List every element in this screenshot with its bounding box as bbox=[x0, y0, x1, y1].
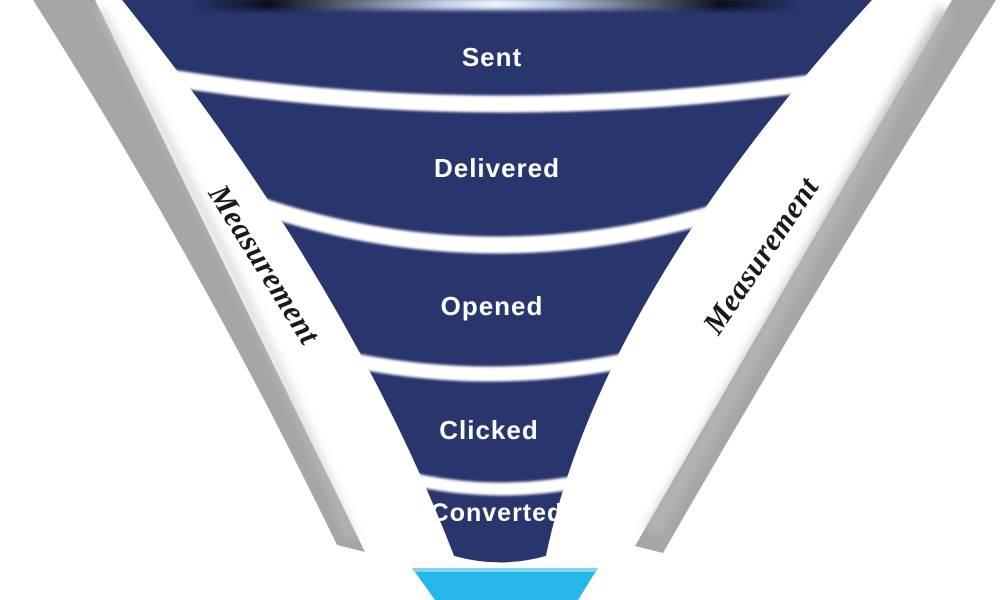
funnel-spout bbox=[412, 568, 598, 600]
stage-label-opened: Opened bbox=[441, 291, 544, 321]
stage-label-clicked: Clicked bbox=[439, 415, 539, 445]
separator-opened-clicked bbox=[320, 347, 660, 382]
funnel-top-rim bbox=[190, 0, 800, 10]
stage-label-converted: Converted bbox=[431, 499, 564, 527]
left-gray-band bbox=[33, 0, 365, 552]
stage-label-delivered: Delivered bbox=[434, 153, 560, 183]
separator-sent-delivered bbox=[131, 64, 872, 113]
separator-delivered-opened bbox=[226, 188, 774, 254]
stage-label-sent: Sent bbox=[462, 42, 522, 72]
right-band-shadow bbox=[645, 6, 953, 536]
left-band-shadow bbox=[94, 6, 356, 540]
funnel-body bbox=[122, 0, 872, 563]
funnel-spout-highlight bbox=[412, 568, 598, 572]
